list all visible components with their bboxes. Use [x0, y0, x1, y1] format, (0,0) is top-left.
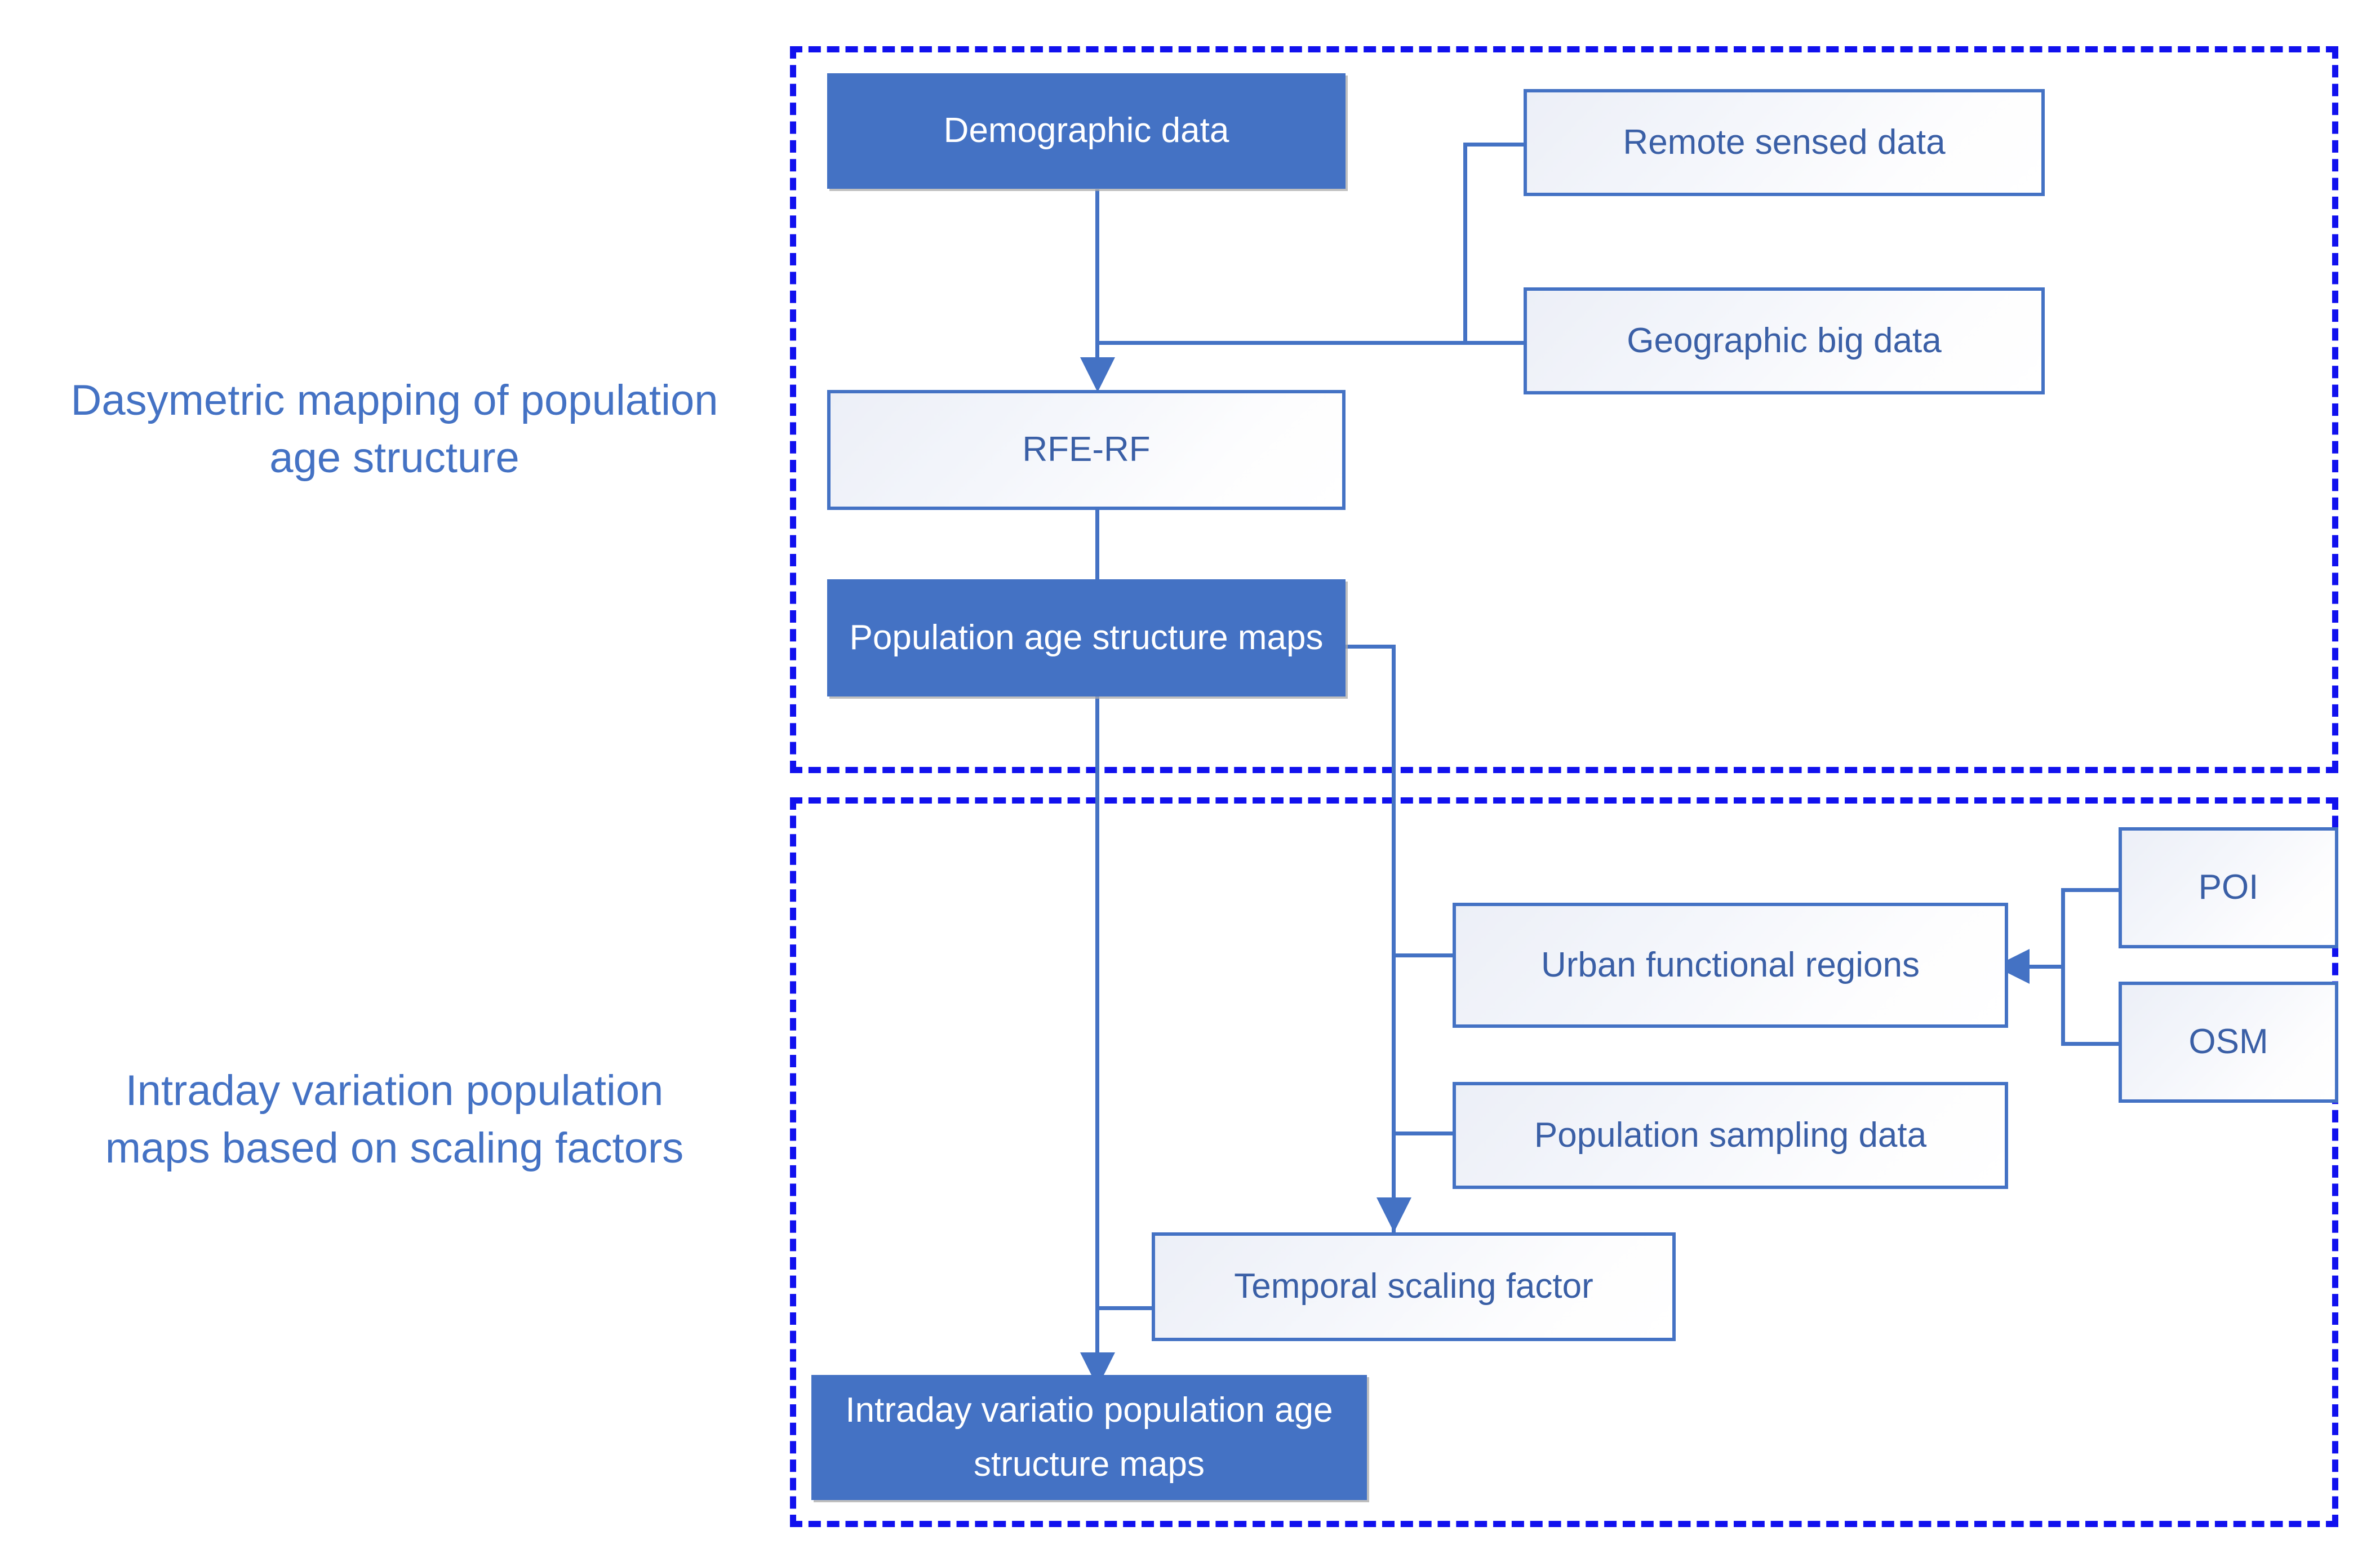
connector-population-maps-to-temporal-vertical [1392, 645, 1396, 1235]
node-demographic-data-label: Demographic data [943, 111, 1229, 150]
connector-poi-stub [2061, 888, 2120, 892]
node-demographic-data[interactable]: Demographic data [827, 73, 1346, 189]
section-caption-dasymetric-line2: age structure [269, 433, 519, 482]
section-frame-dasymetric [790, 46, 2338, 773]
arrowhead-into-temporal-scaling-factor [1377, 1197, 1411, 1232]
connector-population-maps-right-stub [1307, 645, 1396, 649]
node-poi-label: POI [2198, 868, 2259, 907]
connector-trunk-to-urban-functional-regions [1392, 953, 1455, 957]
connector-right-data-trunk-vertical [1463, 143, 1467, 345]
connector-poi-osm-to-urban-horizontal [2028, 965, 2065, 969]
connector-trunk-to-population-sampling-data [1392, 1132, 1455, 1135]
connector-demographic-to-rfe-vertical [1095, 189, 1099, 361]
connector-right-data-to-junction-horizontal [1095, 341, 1524, 345]
node-urban-functional-regions-label: Urban functional regions [1540, 945, 1920, 984]
connector-osm-stub [2061, 1042, 2120, 1046]
connector-rfe-to-population-maps-vertical [1095, 510, 1099, 592]
node-remote-sensed-data[interactable]: Remote sensed data [1524, 89, 2045, 196]
connector-geographic-big-data-stub [1463, 341, 1525, 345]
section-caption-dasymetric: Dasymetric mapping of population age str… [23, 372, 766, 487]
node-rfe-rf-label: RFE-RF [1022, 430, 1151, 469]
node-population-sampling-data-label: Population sampling data [1534, 1115, 1927, 1155]
arrowhead-into-rfe-rf [1080, 357, 1115, 392]
node-population-sampling-data[interactable]: Population sampling data [1453, 1082, 2008, 1189]
node-population-age-structure-maps[interactable]: Population age structure maps [827, 579, 1346, 696]
node-temporal-scaling-factor-label: Temporal scaling factor [1234, 1267, 1593, 1306]
node-osm[interactable]: OSM [2119, 982, 2338, 1103]
node-remote-sensed-data-label: Remote sensed data [1623, 122, 1946, 162]
section-caption-intraday: Intraday variation population maps based… [23, 1062, 766, 1177]
node-poi[interactable]: POI [2119, 827, 2338, 948]
connector-population-maps-to-intraday-vertical [1095, 696, 1099, 1372]
section-caption-intraday-line2: maps based on scaling factors [105, 1124, 684, 1172]
connector-temporal-to-intraday-stub [1095, 1306, 1152, 1310]
node-intraday-variation-maps[interactable]: Intraday variatio population age structu… [811, 1375, 1367, 1500]
node-osm-label: OSM [2188, 1022, 2268, 1062]
node-urban-functional-regions[interactable]: Urban functional regions [1453, 903, 2008, 1028]
section-caption-dasymetric-line1: Dasymetric mapping of population [70, 376, 718, 424]
node-rfe-rf[interactable]: RFE-RF [827, 390, 1346, 510]
node-geographic-big-data[interactable]: Geographic big data [1524, 287, 2045, 394]
section-caption-intraday-line1: Intraday variation population [125, 1067, 664, 1115]
node-temporal-scaling-factor[interactable]: Temporal scaling factor [1152, 1232, 1676, 1341]
node-population-age-structure-maps-label: Population age structure maps [849, 618, 1324, 657]
node-intraday-variation-maps-label: Intraday variatio population age structu… [845, 1390, 1333, 1484]
section-frame-intraday [790, 797, 2338, 1527]
connector-remote-sensed-stub [1463, 143, 1525, 147]
node-geographic-big-data-label: Geographic big data [1627, 321, 1942, 360]
